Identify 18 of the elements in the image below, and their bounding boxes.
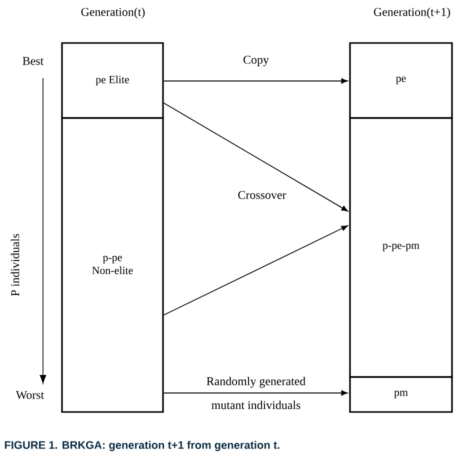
edge-label: Randomly generated mutant individuals (206, 376, 306, 410)
arrow (163, 78, 348, 84)
text-label: Generation(t+1) (374, 8, 450, 18)
text-label: Worst (16, 391, 44, 399)
population-box: pe Elite (61, 42, 164, 119)
population-box: p-pe-pm (349, 117, 453, 378)
text-label: Best (22, 57, 44, 65)
population-box: pe (349, 42, 453, 119)
axis-label: P individuals (10, 234, 20, 296)
population-box: pm (349, 376, 453, 413)
arrow (163, 225, 348, 316)
population-box: p-pe Non-elite (61, 117, 164, 413)
edge-label: Copy (244, 56, 269, 66)
arrow (163, 102, 348, 212)
arrow (163, 390, 348, 396)
caption: FIGURE 1. BRKGA: generation t+1 from generation t. (4, 440, 280, 452)
text-label: Generation(t) (81, 8, 145, 18)
text-label: Crossover (238, 190, 286, 199)
